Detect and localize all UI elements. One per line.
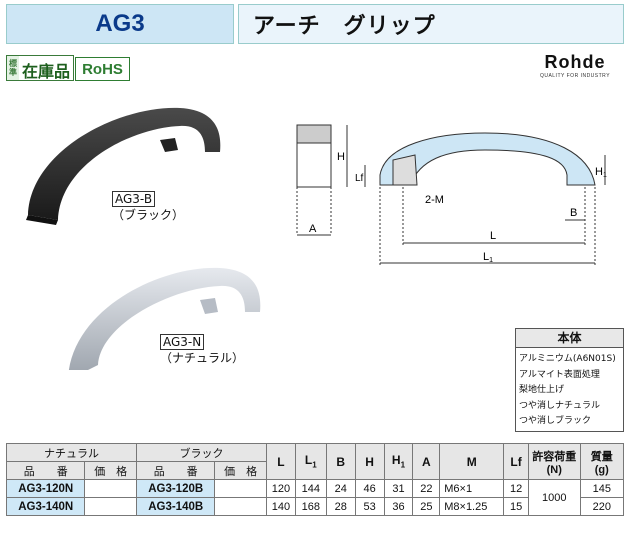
- cell-a: 22: [412, 479, 441, 498]
- natural-grip-image: [69, 267, 261, 370]
- col-m-header: M: [439, 443, 505, 480]
- col-mass-header: 質量(g): [579, 443, 625, 480]
- col-lf-header: Lf: [503, 443, 529, 480]
- spec-line: アルミニウム(A6N01S): [519, 354, 616, 364]
- dim-m-label: 2-M: [425, 194, 444, 206]
- black-variant-code: AG3-B: [112, 191, 156, 207]
- col-load-header: 許容荷重(N): [527, 443, 581, 480]
- dim-h1-label: H1: [595, 166, 607, 179]
- material-spec-box: 本体 アルミニウム(A6N01S) アルマイト表面処理 梨地仕上げ つや消しナチ…: [515, 328, 624, 432]
- product-code: AG3: [6, 4, 234, 44]
- dim-lf-label: Lf: [355, 173, 364, 184]
- black-variant-desc: （ブラック）: [112, 208, 185, 222]
- cell-lf: 15: [503, 497, 529, 516]
- dim-a-label: A: [309, 223, 317, 235]
- col-black-price: 価 格: [214, 461, 267, 480]
- col-a-header: A: [412, 443, 441, 480]
- cell-lf: 12: [503, 479, 529, 498]
- group-black-header: ブラック: [135, 443, 267, 462]
- table-row: AG3-120N AG3-120B 120 144 24 46 31 22 M6…: [5, 479, 625, 516]
- spec-line: アルマイト表面処理: [519, 369, 600, 380]
- natural-variant-code: AG3-N: [160, 334, 205, 350]
- cell-h: 46: [354, 479, 385, 498]
- cell-h1: 36: [383, 497, 414, 516]
- spec-line: つや消しブラック: [519, 416, 592, 426]
- cell-h1: 31: [383, 479, 414, 498]
- col-h-header: H: [354, 443, 385, 480]
- table-row: AG3-140N AG3-140B 140 168 28 53 36 25 M8…: [5, 497, 625, 516]
- col-l-header: L: [265, 443, 296, 480]
- front-view: [379, 132, 606, 265]
- dim-l1-label: L1: [483, 251, 493, 264]
- product-photos: [26, 107, 261, 370]
- price-cell: [84, 479, 137, 498]
- technical-drawing: A H Lf 2-M L L1 B H1: [296, 124, 607, 265]
- group-natural-header: ナチュラル: [6, 443, 137, 462]
- col-h1-header: H1: [383, 443, 414, 480]
- col-l1-header: L1: [294, 443, 327, 480]
- black-grip-image: [26, 107, 221, 225]
- product-name: アーチ グリップ: [238, 4, 624, 44]
- part-number-black: AG3-120B: [135, 479, 216, 498]
- spec-line: 梨地仕上げ: [519, 385, 565, 395]
- col-black-part: 品 番: [135, 461, 216, 480]
- col-natural-part: 品 番: [5, 461, 86, 480]
- cell-l: 140: [265, 497, 296, 516]
- side-view: [296, 124, 332, 236]
- col-b-header: B: [325, 443, 356, 480]
- stock-badge-small-1: 標: [9, 59, 17, 68]
- cell-mass: 145: [579, 479, 625, 498]
- cell-mass: 220: [579, 497, 625, 516]
- price-cell: [214, 479, 267, 498]
- part-number-black: AG3-140B: [135, 497, 216, 516]
- cell-b: 24: [325, 479, 356, 498]
- brand-logo: Rohde QUALITY FOR INDUSTRY: [528, 52, 622, 79]
- natural-variant-desc: （ナチュラル）: [160, 351, 245, 365]
- stock-badge-label: 在庫品: [19, 56, 74, 81]
- dim-h-label: H: [337, 151, 345, 163]
- page-header: AG3 アーチ グリップ: [6, 4, 624, 44]
- cell-m: M8×1.25: [439, 497, 505, 516]
- spec-title: 本体: [516, 329, 623, 348]
- brand-tagline: QUALITY FOR INDUSTRY: [539, 73, 611, 79]
- rohs-badge: RoHS: [75, 57, 130, 81]
- cell-l: 120: [265, 479, 296, 498]
- col-natural-price: 価 格: [84, 461, 137, 480]
- cell-load: 1000: [527, 479, 581, 516]
- price-cell: [84, 497, 137, 516]
- cell-m: M6×1: [439, 479, 505, 498]
- stock-badge: 標準 在庫品: [6, 55, 75, 81]
- stock-badge-small-2: 準: [9, 68, 17, 77]
- cell-b: 28: [325, 497, 356, 516]
- cell-l1: 168: [294, 497, 327, 516]
- cell-a: 25: [412, 497, 441, 516]
- part-number-natural: AG3-140N: [5, 497, 86, 516]
- cell-l1: 144: [294, 479, 327, 498]
- spec-line: つや消しナチュラル: [519, 400, 601, 411]
- dim-b-label: B: [570, 207, 577, 219]
- cell-h: 53: [354, 497, 385, 516]
- dim-l-label: L: [490, 230, 496, 242]
- product-table: ナチュラル ブラック L L1 B H H1 A M Lf 許容荷重(N) 質量…: [5, 443, 625, 516]
- part-number-natural: AG3-120N: [5, 479, 86, 498]
- price-cell: [214, 497, 267, 516]
- brand-name: Rohde: [544, 52, 606, 72]
